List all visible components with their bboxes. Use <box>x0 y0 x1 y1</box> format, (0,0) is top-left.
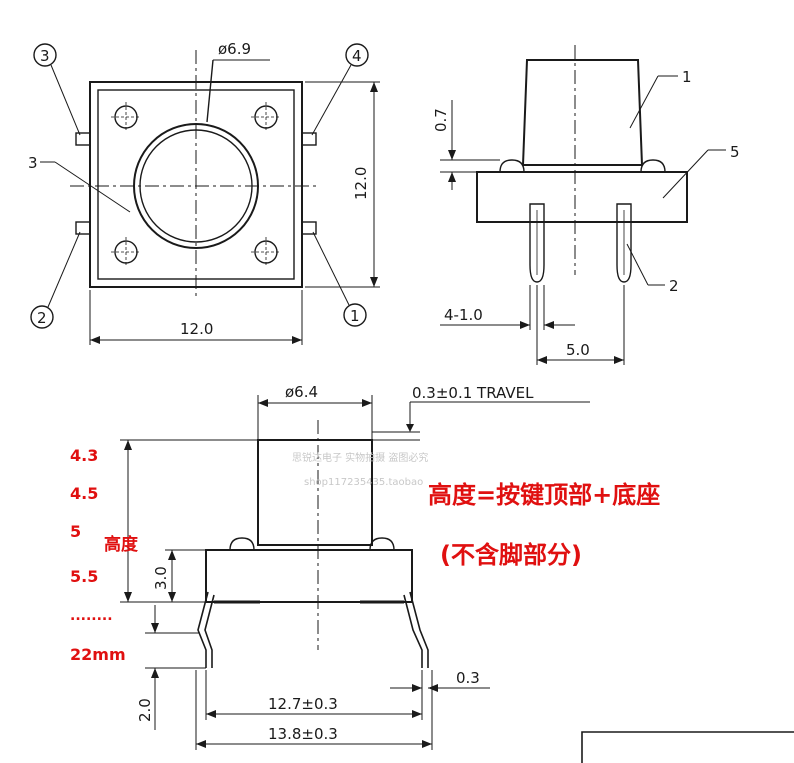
side-base <box>476 171 688 223</box>
pin-tab <box>75 221 91 235</box>
svg-text:2: 2 <box>37 309 47 327</box>
nub-left <box>499 159 525 173</box>
leg-height-label: 2.0 <box>136 698 154 722</box>
svg-text:3: 3 <box>40 47 50 65</box>
svg-text:1: 1 <box>350 307 360 325</box>
height-word: 高度 <box>104 534 139 555</box>
pin-spacing-dim: 5.0 <box>566 341 590 359</box>
height-option: 5 <box>70 522 81 541</box>
height-option: 22mm <box>70 645 126 664</box>
top-width-label: 12.0 <box>180 320 213 338</box>
frame-corner <box>581 731 794 763</box>
pin-tab <box>75 132 91 146</box>
height-option: 4.3 <box>70 446 98 465</box>
callout-3-label: 3 <box>28 154 38 172</box>
height-note: (不含脚部分) <box>440 541 582 569</box>
svg-text:4: 4 <box>352 47 362 65</box>
watermark-line-1: 思锐达电子 实物拍摄 盗图必究 <box>292 451 428 464</box>
callout-1-label: 1 <box>682 68 692 86</box>
inner-width-label: 12.7±0.3 <box>268 695 338 713</box>
pin-callout-2 <box>30 305 54 329</box>
height-option: 4.5 <box>70 484 98 503</box>
height-options: 4.3 4.5 5 5.5 ........ 22mm 高度 高度=按键顶部+底… <box>70 446 660 664</box>
base-height-label: 3.0 <box>152 566 170 590</box>
leg-left-outer <box>197 591 209 668</box>
leg-left-inner <box>204 594 215 668</box>
leg-right-inner <box>403 594 423 668</box>
side-top-dim: 0.7 <box>432 108 450 132</box>
pin-callout-3 <box>33 43 57 67</box>
front-nub-right <box>369 537 395 551</box>
plunger-body <box>521 59 644 166</box>
pin-tab <box>301 221 317 235</box>
travel-label: 0.3±0.1 TRAVEL <box>412 384 534 402</box>
outer-width-label: 13.8±0.3 <box>268 725 338 743</box>
lead-thickness-label: 0.3 <box>456 669 480 687</box>
top-diameter-label: ø6.9 <box>218 40 251 58</box>
watermark-line-2: shop117235435.taobao <box>304 477 423 488</box>
front-plunger <box>257 439 373 546</box>
height-option: ........ <box>70 608 113 624</box>
pin-left <box>529 203 545 283</box>
pin-tab <box>301 132 317 146</box>
diameter-leader <box>206 59 214 123</box>
pin-right <box>616 203 632 283</box>
front-view: ø6.4 0.3±0.1 TRAVEL 3.0 <box>120 383 590 750</box>
pin-callout-1 <box>343 303 367 327</box>
top-view: ø6.9 12.0 12.0 3 4 2 1 3 <box>28 40 380 345</box>
height-option: 5.5 <box>70 567 98 586</box>
height-formula: 高度=按键顶部+底座 <box>428 481 660 509</box>
nub-right <box>640 159 666 173</box>
front-diameter-label: ø6.4 <box>285 383 318 401</box>
front-base <box>205 549 413 603</box>
pin-callout-4 <box>345 43 369 67</box>
side-view: 0.7 1 5 2 4-1.0 5.0 <box>432 45 740 365</box>
callout-2-label: 2 <box>669 277 679 295</box>
callout-5-label: 5 <box>730 143 740 161</box>
pin-width-dim: 4-1.0 <box>444 306 483 324</box>
top-height-label: 12.0 <box>352 167 370 200</box>
front-nub-left <box>229 537 255 551</box>
leg-right-outer <box>409 591 429 668</box>
